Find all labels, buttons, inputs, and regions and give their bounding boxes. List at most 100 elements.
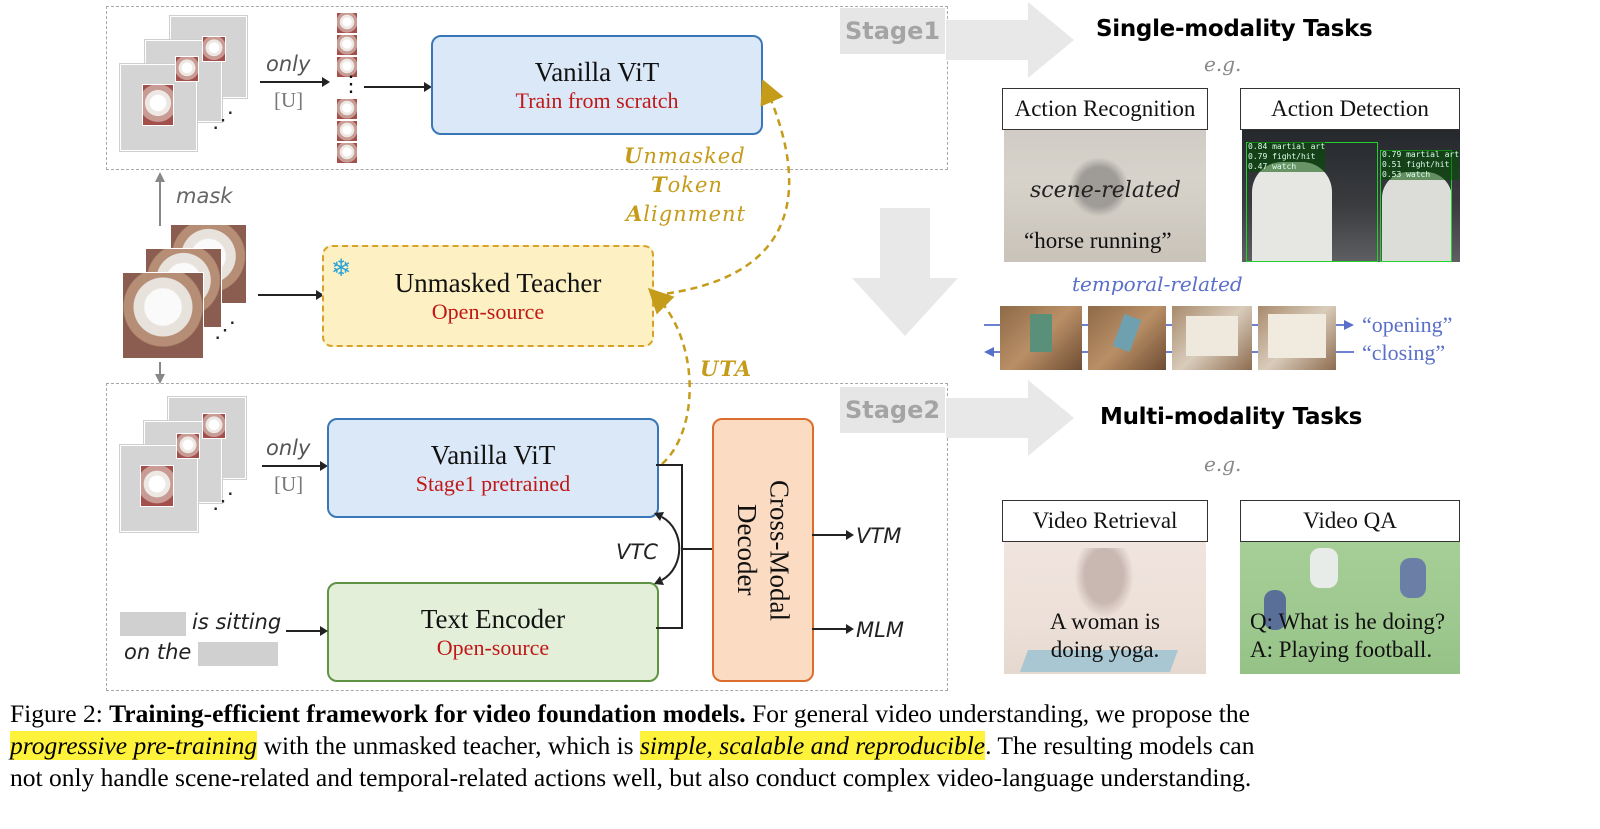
det-label: 0.53 watch (1382, 170, 1431, 179)
stage2-only-label: only (266, 436, 311, 460)
uta-initial-u: U (624, 143, 644, 168)
masked-word-2 (198, 642, 278, 666)
stage1-box (106, 6, 948, 170)
book-frame-4 (1258, 306, 1336, 370)
stage2-label: Stage2 (840, 387, 945, 433)
arrow-to-text-encoder (286, 626, 328, 636)
video-retrieval-title: Video Retrieval (1002, 500, 1208, 542)
detection-labels-left: 0.84 martial art 0.79 fight/hit 0.47 wat… (1248, 142, 1326, 172)
action-detection-image: 0.84 martial art 0.79 fight/hit 0.47 wat… (1242, 122, 1460, 262)
book-cover (1112, 313, 1142, 353)
big-arrow-down (852, 208, 958, 336)
teacher-subtitle: Open-source (431, 299, 545, 324)
action-detection-title: Action Detection (1240, 88, 1460, 130)
uta-rest-token: oken (667, 173, 723, 197)
detection-labels-right: 0.79 martial art 0.51 fight/hit 0.53 wat… (1382, 150, 1460, 180)
dog-patch (176, 433, 200, 459)
retrieval-text-line2: doing yoga. (1050, 637, 1160, 662)
unmasked-teacher-box: Unmasked Teacher Open-source (322, 245, 654, 347)
big-arrow-stage2 (946, 380, 1074, 456)
action-recognition-title: Action Recognition (1002, 88, 1208, 130)
uta-rest-alignment: lignment (643, 202, 747, 226)
caption-part3: . The resulting models can (985, 731, 1255, 760)
uta-curves (647, 80, 791, 465)
stage1-vit-box: Vanilla ViT Train from scratch (431, 35, 763, 135)
stage2-vit-subtitle: Stage1 pretrained (415, 471, 571, 496)
unmasked-frame-stack: ⋰ (120, 222, 250, 362)
det-label: 0.51 fight/hit (1382, 160, 1450, 169)
player-2 (1400, 558, 1426, 598)
stack-dots: ⋰ (212, 489, 234, 514)
uta-short-label: UTA (700, 356, 753, 381)
video-qa-image (1240, 540, 1460, 674)
multi-modality-heading: Multi-modality Tasks (1100, 404, 1363, 430)
teacher-title: Unmasked Teacher (394, 267, 602, 298)
stack-dots: ⋰ (212, 108, 234, 133)
open-book (1186, 316, 1238, 356)
stage1-arrow-to-vit (364, 82, 432, 92)
dog-patch (142, 84, 174, 126)
mlm-label: MLM (856, 618, 904, 642)
caption-part2: with the unmasked teacher, which is (257, 731, 640, 760)
uta-word-alignment: Alignment (626, 201, 746, 226)
decoder-line2: Decoder (732, 504, 762, 596)
scene-related-label: scene-related (1030, 178, 1181, 203)
text-encoder-subtitle: Open-source (436, 635, 550, 660)
caption-part1: For general video understanding, we prop… (745, 699, 1250, 728)
token-ellipsis: ⋮ (340, 72, 362, 97)
token (336, 120, 358, 142)
player-1 (1310, 548, 1338, 588)
uta-initial-a: A (626, 201, 644, 226)
horse-shape (1064, 152, 1134, 222)
sentence-part1: is sitting (192, 610, 282, 634)
det-label: 0.47 watch (1248, 162, 1297, 171)
snowflake-icon: ❄ (331, 254, 352, 282)
fighter-right (1382, 172, 1452, 262)
det-label: 0.79 fight/hit (1248, 152, 1316, 161)
book-frame-3 (1172, 306, 1252, 370)
qa-text: Q: What is he doing? A: Playing football… (1250, 608, 1445, 664)
retrieval-text: A woman is doing yoga. (1004, 608, 1206, 664)
temporal-related-label: temporal-related (1072, 272, 1243, 296)
dog-patch (202, 413, 226, 439)
dog-patch (140, 465, 174, 507)
qa-text-line1: Q: What is he doing? (1250, 609, 1446, 634)
caption-highlight-2: simple, scalable and reproducible (639, 731, 986, 760)
stage2-vit-title: Vanilla ViT (430, 439, 556, 470)
masked-word-1 (120, 612, 186, 636)
stage2-box (106, 383, 948, 691)
arrow-to-vtm (812, 530, 854, 540)
decoder-line1: Cross-Modal (764, 479, 795, 621)
token (336, 34, 358, 56)
stage2-vit-box: Vanilla ViT Stage1 pretrained (327, 418, 659, 518)
stage2-u-label: [U] (274, 472, 304, 496)
stage1-vit-subtitle: Train from scratch (515, 88, 679, 113)
horse-running-label: “horse running” (1024, 228, 1172, 253)
book-frame-2 (1088, 306, 1166, 370)
book-cover (1030, 314, 1052, 352)
caption-line2: progressive pre-training with the unmask… (10, 730, 1595, 762)
caption-line1: Figure 2: Training-efficient framework f… (10, 698, 1595, 730)
uta-initial-t: T (651, 172, 668, 197)
player-3 (1264, 590, 1286, 630)
stage1-frame-stack: ⋰ (120, 16, 250, 166)
arrow-to-teacher (258, 290, 324, 300)
caption-bold: Training-efficient framework for video f… (109, 699, 746, 728)
video-qa-title: Video QA (1240, 500, 1460, 542)
figure-caption: Figure 2: Training-efficient framework f… (10, 698, 1595, 794)
cross-modal-decoder-box: Cross-Modal Decoder (712, 418, 814, 682)
stack-dots: ⋰ (214, 318, 236, 343)
frame-photo (122, 272, 204, 359)
text-encoder-title: Text Encoder (420, 603, 566, 634)
decoder-label: Cross-Modal Decoder (731, 480, 796, 621)
stage1-u-label: [U] (274, 88, 304, 112)
uta-rest-unmasked: nmasked (643, 144, 746, 168)
qa-text-line2: A: Playing football. (1250, 637, 1433, 662)
mask-label: mask (176, 184, 233, 208)
retrieval-text-line1: A woman is (1050, 609, 1160, 634)
arrow-down-to-stage2 (155, 362, 165, 384)
vtm-label: VTM (856, 524, 902, 548)
action-recognition-image (1004, 122, 1206, 262)
token-column: ⋮ (336, 12, 362, 164)
stage2-arrow-to-vit (262, 461, 328, 471)
